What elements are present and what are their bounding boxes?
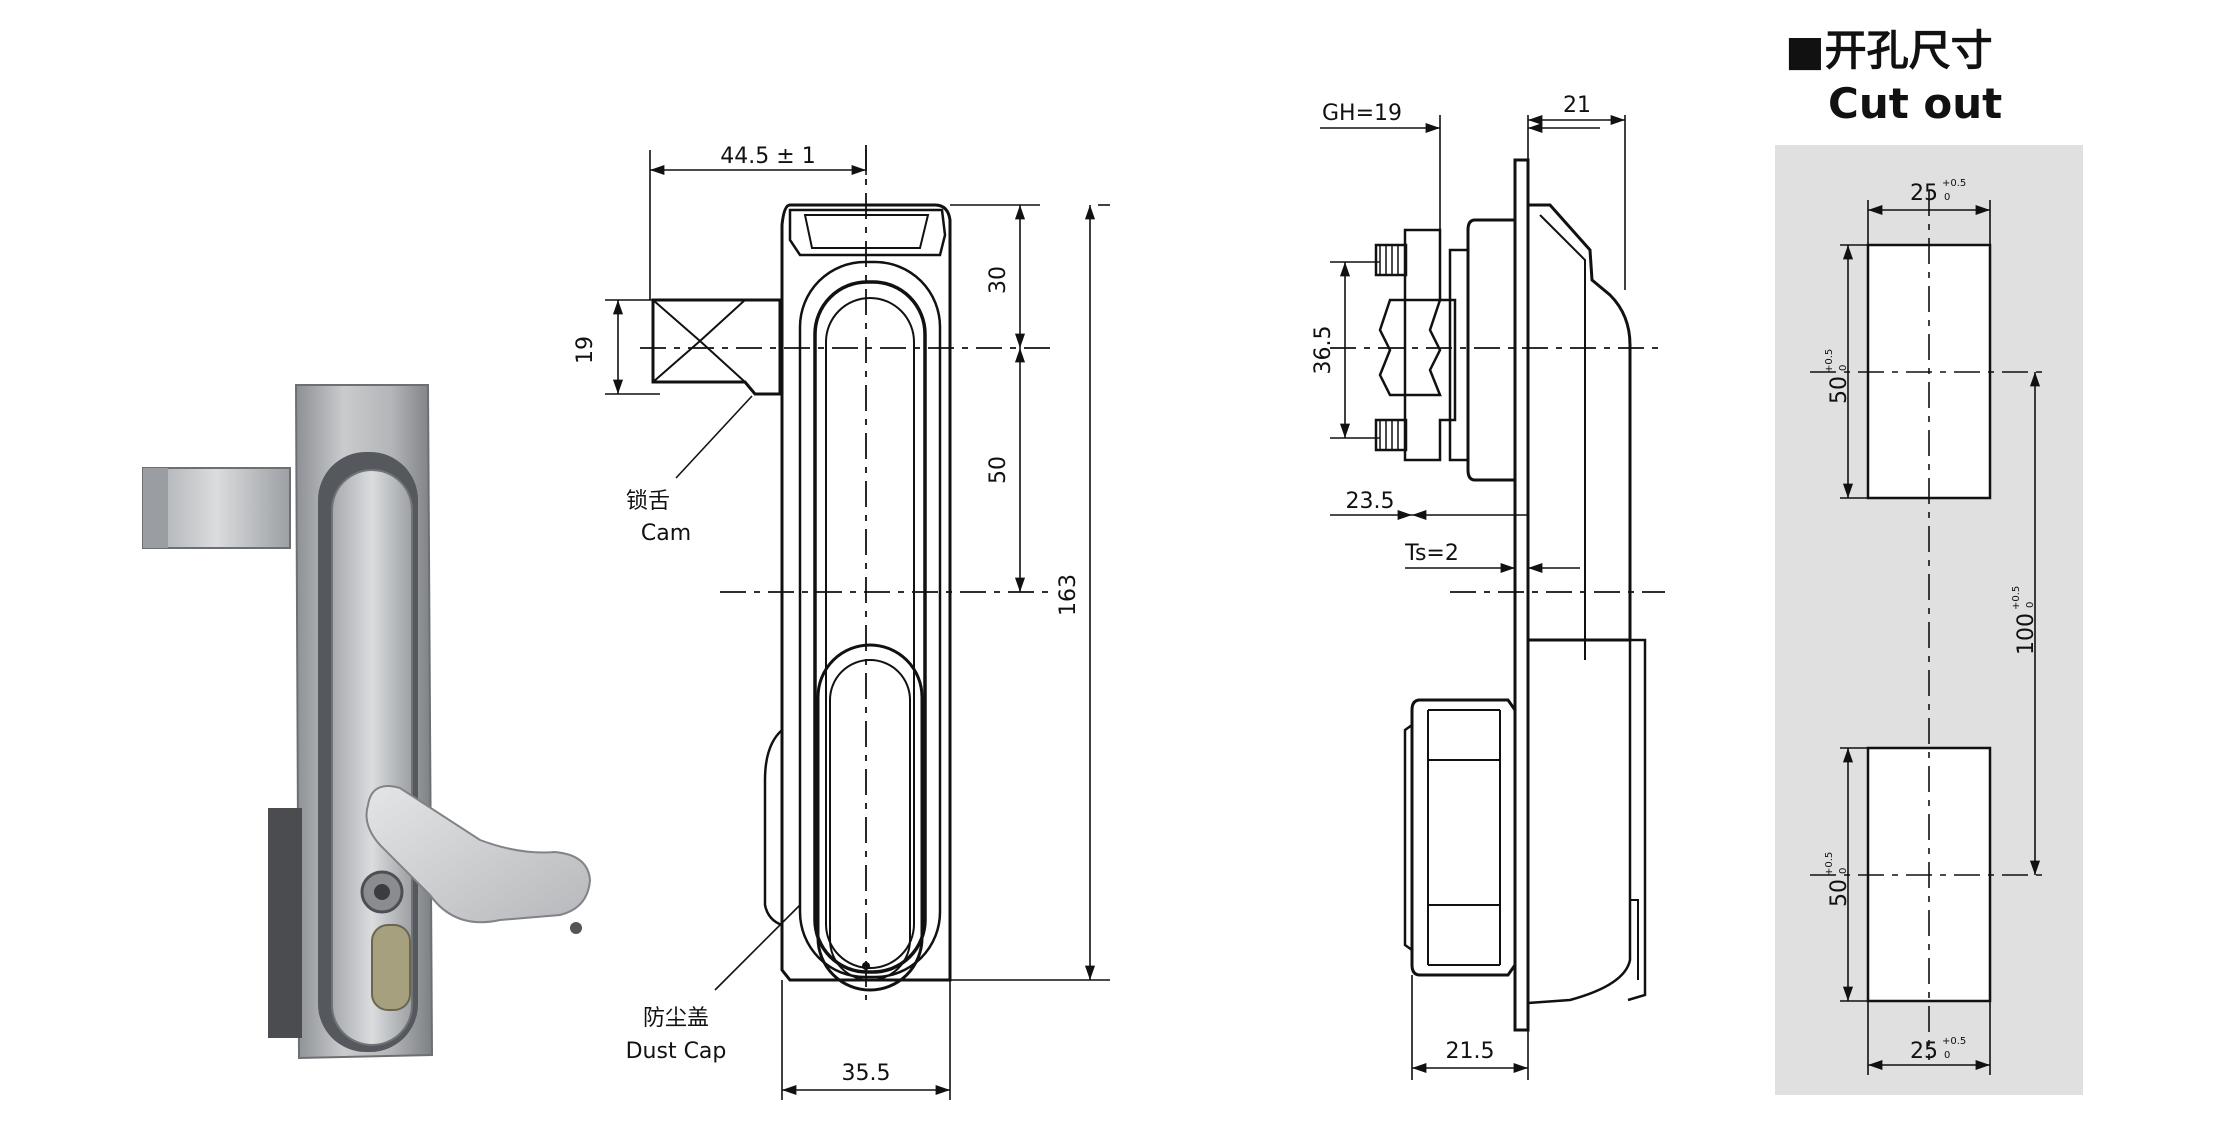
cutout-tol-upper: +0.5 bbox=[1824, 349, 1835, 373]
cutout-dim-50-bottom-value: 50 bbox=[1827, 879, 1852, 907]
cutout-tol-upper: +0.5 bbox=[1942, 1036, 1966, 1047]
cutout-dim-25-top-value: 25 bbox=[1910, 181, 1938, 206]
side-dim-36-5: 36.5 bbox=[1311, 326, 1336, 375]
product-photo bbox=[142, 384, 592, 1060]
cam-label-en: Cam bbox=[641, 521, 691, 546]
cutout-tol-lower: 0 bbox=[1838, 868, 1849, 874]
side-view bbox=[1374, 158, 1647, 1032]
side-dim-21: 21 bbox=[1563, 93, 1591, 118]
side-view-centerlines bbox=[1330, 347, 1665, 593]
cutout-tol-lower: 0 bbox=[1944, 192, 1950, 203]
cutout-dim-100-value: 100 bbox=[2014, 613, 2039, 655]
front-view-dimensions bbox=[605, 150, 1110, 1100]
side-view-dimensions bbox=[1320, 114, 1626, 1080]
cutout-tol-lower: 0 bbox=[1838, 365, 1849, 371]
front-dim-19: 19 bbox=[573, 336, 598, 364]
cutout-dim-25-top: 25 +0.5 0 bbox=[1910, 178, 1966, 206]
cutout-title-cn: ■开孔尺寸 bbox=[1785, 26, 1993, 75]
cutout-tol-lower: 0 bbox=[2025, 602, 2036, 608]
dust-cap-label-cn: 防尘盖 bbox=[643, 1006, 709, 1031]
dust-cap-label-en: Dust Cap bbox=[626, 1039, 727, 1064]
cutout-tol-upper: +0.5 bbox=[1942, 178, 1966, 189]
cutout-dim-50-top: 50 +0.5 0 bbox=[1824, 349, 1852, 404]
cutout-dim-25-bottom-value: 25 bbox=[1910, 1039, 1938, 1064]
cam-label-cn: 锁舌 bbox=[626, 489, 670, 514]
front-view bbox=[651, 203, 952, 992]
front-dim-35-5: 35.5 bbox=[842, 1061, 891, 1086]
side-dim-gh: GH=19 bbox=[1322, 101, 1402, 126]
cutout-title-en: Cut out bbox=[1828, 79, 2002, 128]
cutout-dim-25-bottom: 25 +0.5 0 bbox=[1910, 1036, 1966, 1064]
cutout-tol-upper: +0.5 bbox=[1824, 852, 1835, 876]
side-dim-ts: Ts=2 bbox=[1404, 541, 1459, 566]
front-dim-163: 163 bbox=[1056, 574, 1081, 616]
front-view-centerlines bbox=[640, 145, 1050, 1000]
front-dim-50: 50 bbox=[986, 456, 1011, 484]
side-dim-23-5: 23.5 bbox=[1346, 489, 1395, 514]
cutout-dim-50-top-value: 50 bbox=[1827, 376, 1852, 404]
cutout-tol-lower: 0 bbox=[1944, 1050, 1950, 1061]
cutout-dimensions bbox=[1840, 200, 2041, 1075]
front-dim-30: 30 bbox=[986, 266, 1011, 294]
front-dim-44-5: 44.5 ± 1 bbox=[720, 144, 815, 169]
cutout-tol-upper: +0.5 bbox=[2011, 586, 2022, 610]
side-dim-21-5: 21.5 bbox=[1446, 1039, 1495, 1064]
cutout-dim-50-bottom: 50 +0.5 0 bbox=[1824, 852, 1852, 907]
cutout-dim-100: 100 +0.5 0 bbox=[2011, 586, 2039, 655]
